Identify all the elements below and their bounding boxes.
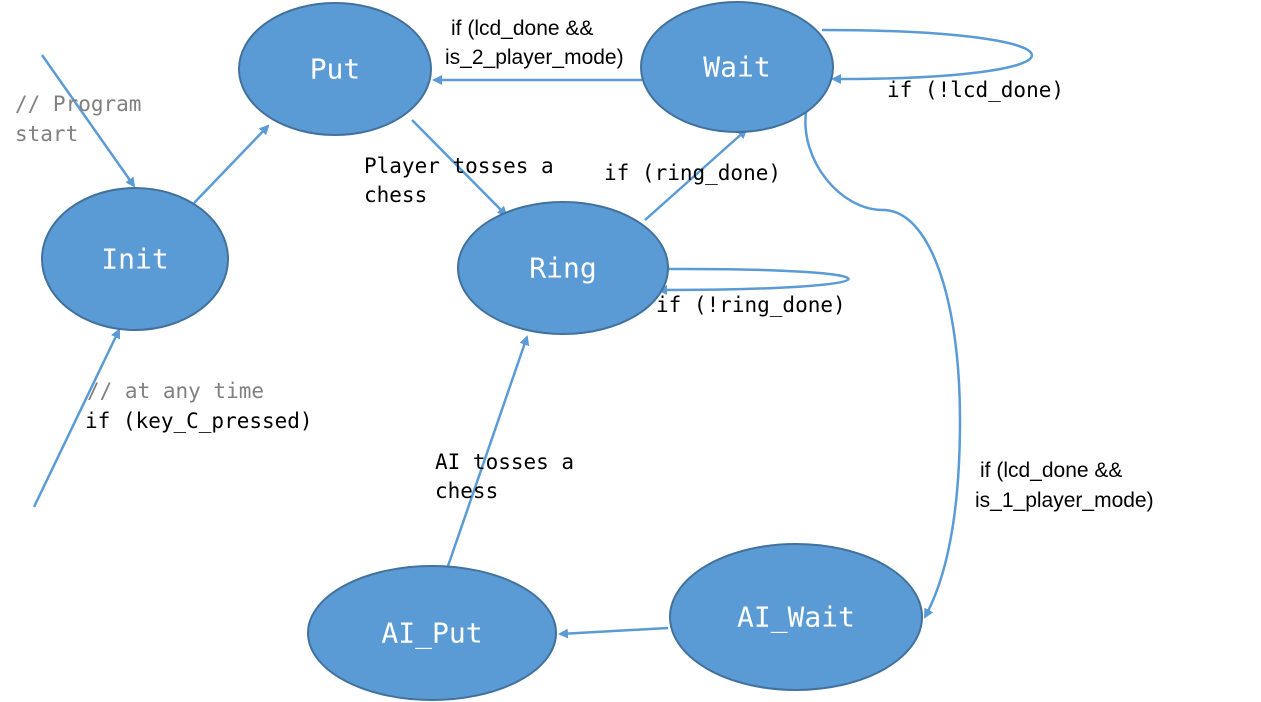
- edge-wait-to-ai-wait: [804, 111, 962, 619]
- put-to-ring-label-line2: chess: [364, 183, 427, 207]
- state-ai-wait: AI_Wait: [669, 543, 923, 691]
- edge-key-c-to-init: [32, 328, 121, 508]
- edge-wait-self-loop: [821, 28, 1033, 85]
- labels: // Program start if (lcd_done && is_2_pl…: [15, 17, 1154, 512]
- state-wait: Wait: [640, 1, 834, 133]
- edge-put-to-ring: [411, 119, 508, 217]
- program-start-comment-line1: // Program: [15, 92, 141, 116]
- ai-to-ring-label-line1: AI tosses a: [435, 450, 574, 474]
- edges: [32, 28, 1033, 639]
- state-init-label: Init: [101, 243, 168, 276]
- wait-to-put-condition-line1: if (lcd_done &&: [451, 17, 593, 40]
- edge-init-to-put: [193, 124, 270, 204]
- ring-self-loop-condition: if (!ring_done): [656, 293, 846, 317]
- edge-ring-to-wait: [644, 128, 748, 221]
- state-ai-put-label: AI_Put: [381, 617, 482, 651]
- wait-self-loop-condition: if (!lcd_done): [887, 78, 1064, 102]
- ai-to-ring-label-line2: chess: [435, 479, 498, 503]
- wait-to-ai-wait-condition-line1: if (lcd_done &&: [980, 459, 1122, 482]
- edge-ai-put-to-ring: [446, 335, 530, 567]
- state-ai-wait-label: AI_Wait: [737, 601, 855, 635]
- state-ring: Ring: [457, 201, 669, 335]
- program-start-comment-line2: start: [15, 122, 78, 146]
- key-c-condition: if (key_C_pressed): [85, 409, 313, 433]
- state-put-label: Put: [310, 53, 361, 86]
- edge-ai-wait-to-ai-put: [558, 626, 669, 639]
- any-time-comment: // at any time: [87, 379, 264, 403]
- ring-to-wait-condition: if (ring_done): [604, 161, 781, 185]
- state-put: Put: [238, 2, 432, 136]
- wait-to-ai-wait-condition-line2: is_1_player_mode): [975, 489, 1154, 512]
- put-to-ring-label-line1: Player tosses a: [364, 154, 554, 178]
- edge-ring-self-loop: [657, 267, 850, 295]
- wait-to-put-condition-line2: is_2_player_mode): [445, 46, 624, 69]
- state-wait-label: Wait: [703, 51, 770, 84]
- state-init: Init: [41, 187, 229, 331]
- edge-program-start-to-init: [40, 54, 136, 188]
- state-ring-label: Ring: [529, 252, 596, 285]
- state-ai-put: AI_Put: [307, 565, 557, 701]
